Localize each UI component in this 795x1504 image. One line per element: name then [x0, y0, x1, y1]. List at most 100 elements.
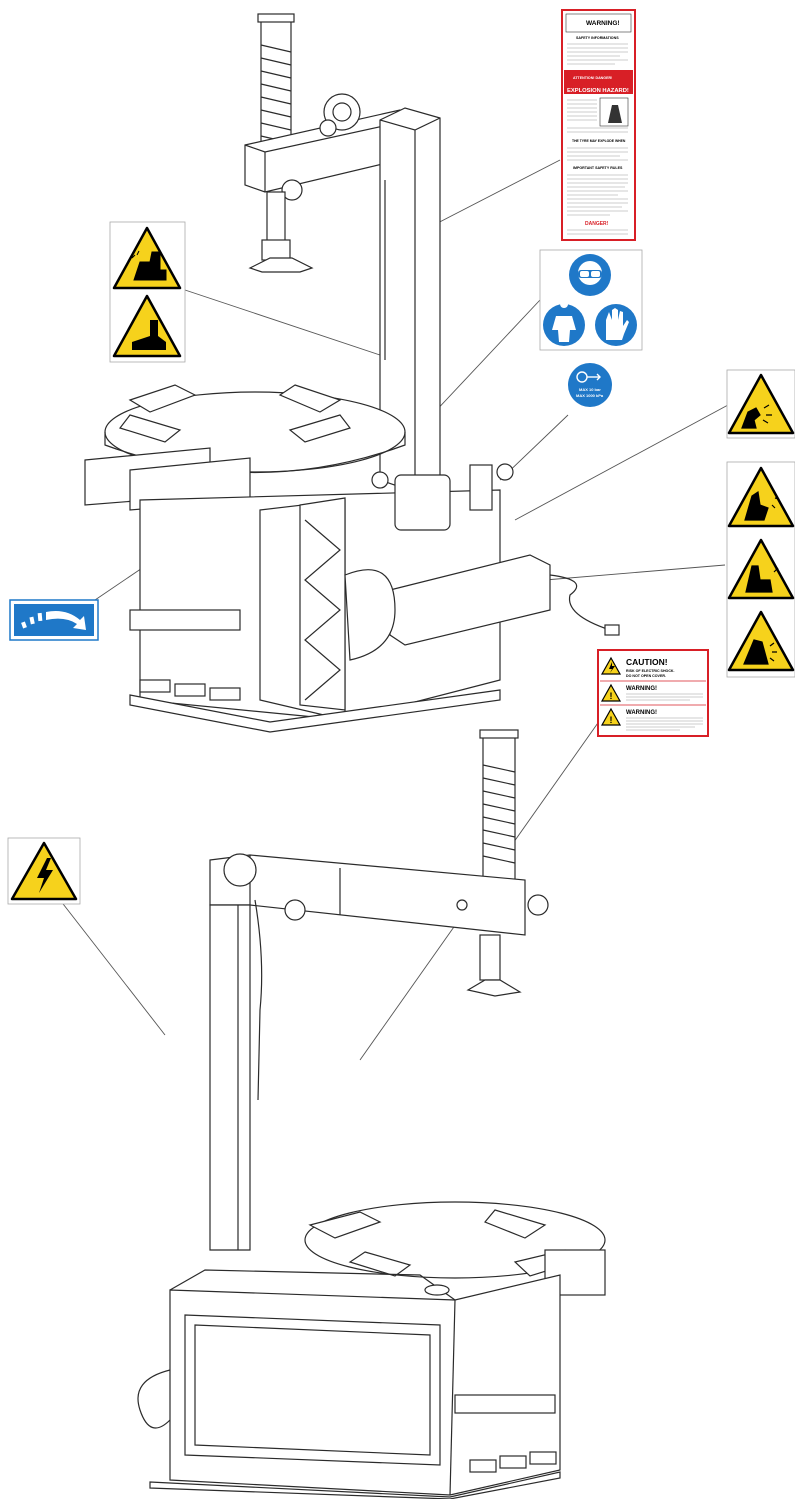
rear-mount-tool — [466, 979, 522, 997]
rear-cabinet-port — [424, 1284, 450, 1296]
arm-lock-knob — [281, 179, 303, 201]
mount-head — [261, 239, 291, 261]
foot-crush-icon — [132, 320, 166, 350]
fine-print-block-5 — [567, 229, 628, 235]
electric-shock-sign — [7, 837, 81, 905]
bead-lever-knob — [371, 471, 389, 489]
rear-cabinet-edge — [449, 1299, 456, 1496]
rear-cylinder-spring — [482, 764, 516, 864]
air-regulator — [469, 464, 493, 511]
hand-pinch-icon — [744, 490, 780, 521]
safety-panel-warning-title: WARNING! — [586, 20, 620, 27]
caution-triangle-2 — [600, 683, 622, 702]
safety-info-panel: WARNING! SAFETY INFORMATIONS ATTENTION! … — [561, 9, 636, 241]
pressure-gauge-icon — [576, 371, 601, 383]
safety-panel-rules-title: IMPORTANT SAFETY RULES — [573, 166, 623, 170]
rear-arm-lock-knob — [284, 899, 306, 921]
pinch-hazard-signs — [726, 461, 795, 678]
rear-foot-pedal-3 — [529, 1451, 557, 1465]
rear-arm-hole — [456, 899, 468, 911]
safety-panel-explosion-sub: THE TYRE MAY EXPLODE WHEN — [572, 139, 626, 143]
fine-print-block-1 — [567, 43, 628, 65]
tool-impact-icon — [745, 565, 779, 593]
safety-panel-top-band: ATTENTION! DANGER! — [573, 76, 612, 80]
pressure-limit-sign: MAX 10 bar MAX 1000 kPa — [568, 363, 612, 407]
clamp-jaw-left-back — [128, 384, 197, 413]
tire-changer-rear-view — [137, 729, 606, 1500]
warning-2-fine-print — [626, 717, 703, 731]
clamp-jaw-left-front — [118, 414, 182, 443]
rotation-direction-sign — [9, 599, 99, 641]
caution-exclaim-2: ! — [610, 715, 613, 725]
foot-pedal-left — [139, 679, 171, 693]
leader-line-crush-signs — [184, 289, 396, 361]
electric-shock-icon — [37, 858, 53, 893]
cylinder-spring — [260, 44, 292, 144]
column-face — [379, 117, 441, 492]
rear-power-cable — [137, 1369, 171, 1429]
regulator-knob — [496, 463, 514, 481]
hand-crush-icon — [131, 250, 167, 281]
rotation-arrow-icon — [21, 611, 86, 630]
foot-pedal-middle — [174, 683, 206, 697]
ppe-mandatory-signs — [539, 249, 643, 351]
mount-tool — [248, 257, 314, 273]
rear-clamp-front-left — [348, 1251, 412, 1277]
tool-impact-sign — [727, 538, 795, 600]
foot-pedal-right — [209, 687, 241, 701]
rear-mount-shaft — [479, 934, 501, 981]
electric-caution-label: CAUTION! RISK OF ELECTRIC SHOCK. DO NOT … — [597, 649, 709, 737]
bead-breaker-cover — [299, 497, 346, 711]
foot-crush-sign — [112, 294, 182, 358]
explosion-title-bg — [564, 84, 633, 94]
bead-breaker-arm — [389, 554, 551, 646]
pressure-sign-line2: MAX 1000 kPa — [576, 393, 604, 398]
tire-explosion-icon — [743, 639, 777, 665]
pedal-plate — [129, 609, 241, 631]
cylinder-cap — [257, 13, 295, 23]
rear-swing-arm — [209, 854, 526, 936]
air-filter-bowl — [394, 474, 451, 531]
leader-line-flying-parts — [514, 404, 729, 521]
explosion-figure-icon — [608, 105, 622, 123]
pressure-sign-line1: MAX 10 bar — [579, 387, 601, 392]
safety-panel-info-title: SAFETY INFORMATIONS — [576, 36, 619, 40]
flying-parts-sign — [726, 369, 795, 439]
rear-vertical-column — [209, 904, 251, 1251]
power-cable — [549, 574, 611, 631]
caution-bolt-icon — [609, 662, 615, 673]
warning-1-title: WARNING! — [626, 686, 657, 692]
bead-breaker-pattern — [304, 519, 341, 701]
caution-line1: RISK OF ELECTRIC SHOCK. — [626, 669, 675, 673]
rear-clamp-left — [308, 1211, 382, 1239]
power-plug — [604, 624, 620, 636]
gear-wheel-inner — [332, 102, 352, 122]
clamp-jaw-right-front — [288, 414, 352, 443]
rear-arm-end-knob — [527, 894, 549, 916]
pressure-sign-disc — [568, 363, 612, 407]
rear-pedal-plate — [454, 1394, 556, 1414]
fine-print-block-3 — [567, 147, 628, 161]
rear-foot-pedal-1 — [469, 1459, 497, 1473]
safety-goggles-icon — [578, 261, 602, 285]
hand-pinch-sign — [727, 466, 795, 528]
tire-explosion-sign — [727, 610, 795, 672]
clothing-sign — [543, 300, 585, 346]
rear-cabinet-door — [184, 1314, 441, 1466]
caution-title: CAUTION! — [626, 657, 668, 667]
caution-exclaim-1: ! — [610, 691, 613, 701]
fine-print-block-4 — [567, 174, 628, 216]
safety-panel-danger: DANGER! — [585, 221, 609, 227]
caution-line2: DO NOT OPEN COVER. — [626, 674, 666, 678]
protective-clothing-icon — [552, 300, 576, 342]
gloves-icon — [606, 308, 629, 340]
pressure-gauge — [319, 119, 337, 137]
tire-changer-front-view — [84, 13, 620, 733]
rear-gear-wheel — [223, 853, 257, 887]
rear-clamp-right — [484, 1209, 547, 1239]
safety-panel-explosion-title: EXPLOSION HAZARD! — [567, 88, 629, 94]
leader-line-pinch-signs — [544, 564, 726, 581]
caution-triangle-3 — [600, 707, 622, 726]
base-frame — [129, 689, 501, 733]
